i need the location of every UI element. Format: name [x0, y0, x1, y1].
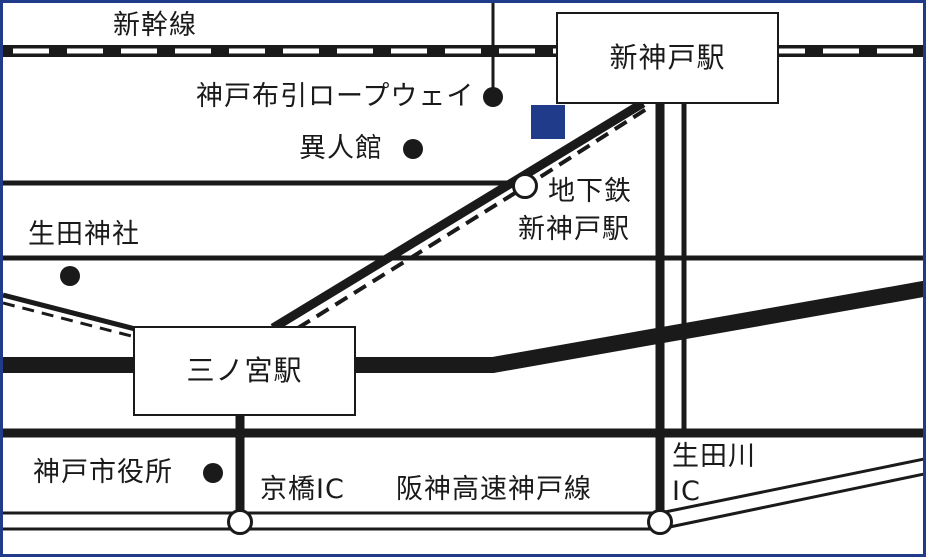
ikuta-shrine-label: 生田神社	[28, 219, 140, 250]
ikutagawa-label-line1: 生田川	[672, 441, 756, 472]
kyobashi-ic-ring	[227, 509, 253, 535]
ijinkan-dot	[403, 139, 423, 159]
ijinkan-label: 異人館	[299, 133, 383, 164]
expressway-east-lower	[659, 472, 923, 531]
sannomiya-station-label: 三ノ宮駅	[186, 354, 303, 387]
shin-kobe-station-label: 新神戸駅	[609, 41, 726, 74]
subway-label-line2: 新神戸駅	[518, 214, 630, 245]
expressway-label: 阪神高速神戸線	[396, 474, 592, 505]
road-network	[3, 3, 923, 531]
ikutagawa-label-line2: IC	[672, 476, 701, 507]
sannomiya-station-box: 三ノ宮駅	[133, 326, 356, 416]
city-hall-dot	[203, 463, 223, 483]
shinkansen-label: 新幹線	[113, 10, 197, 41]
left-rail-dashes	[3, 301, 144, 341]
ropeway-dot	[483, 87, 503, 107]
subway-shin-kobe-ring	[512, 173, 538, 199]
destination-marker	[531, 105, 565, 139]
subway-label-line1: 地下鉄	[548, 176, 632, 207]
city-hall-label: 神戸市役所	[33, 457, 173, 488]
kyobashi-ic-label: 京橋IC	[260, 474, 345, 505]
expressway-east-upper	[659, 457, 923, 515]
left-rail-line	[3, 292, 144, 334]
shin-kobe-station-box: 新神戸駅	[556, 12, 779, 104]
diagonal-road	[270, 99, 646, 332]
ikutagawa-ic-ring	[647, 509, 673, 535]
ropeway-label: 神戸布引ロープウェイ	[196, 81, 475, 112]
ikuta-shrine-dot	[60, 266, 80, 286]
